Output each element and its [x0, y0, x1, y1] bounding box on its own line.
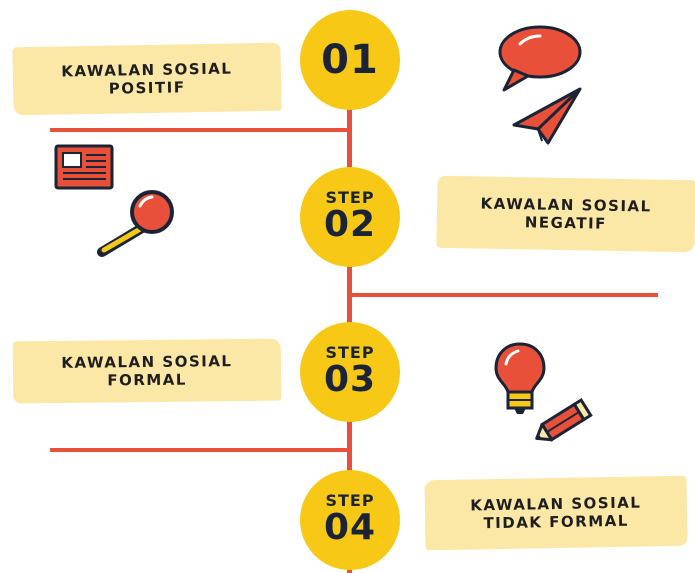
magnifier-icon — [97, 190, 174, 257]
step-2-number: 02 — [323, 204, 377, 245]
speech-bubble-icon — [498, 25, 582, 92]
step-3-label-text: KAWALAN SOSIAL FORMAL — [61, 352, 233, 390]
step-2-word: STEP — [325, 188, 375, 207]
step-4-number: 04 — [323, 507, 377, 548]
step-1-number: 01 — [321, 37, 379, 83]
step-3-number: 03 — [323, 359, 377, 400]
step-1-label-text: KAWALAN SOSIAL POSITIF — [61, 59, 233, 98]
step-1-circle: 01 — [300, 10, 400, 110]
lightbulb-icon — [494, 342, 546, 414]
timeline-branch-1 — [50, 128, 352, 132]
step-3-label: KAWALAN SOSIAL FORMAL — [12, 338, 282, 404]
paper-plane-icon — [512, 87, 582, 145]
step-4-label-text: KAWALAN SOSIAL TIDAK FORMAL — [470, 493, 642, 533]
newspaper-icon — [54, 144, 114, 190]
step-3-circle: STEP 03 — [300, 322, 400, 422]
pencil-icon — [535, 397, 593, 442]
step-1-label: KAWALAN SOSIAL POSITIF — [12, 42, 282, 116]
step-2-circle: STEP 02 — [300, 167, 400, 267]
step-4-label: KAWALAN SOSIAL TIDAK FORMAL — [424, 475, 688, 551]
timeline-branch-3 — [50, 448, 352, 452]
timeline-branch-2 — [352, 293, 658, 297]
step-2-label: KAWALAN SOSIAL NEGATIF — [436, 175, 695, 253]
step-4-word: STEP — [325, 491, 375, 510]
step-4-circle: STEP 04 — [300, 470, 400, 570]
step-3-word: STEP — [325, 343, 375, 362]
step-2-label-text: KAWALAN SOSIAL NEGATIF — [480, 194, 652, 233]
